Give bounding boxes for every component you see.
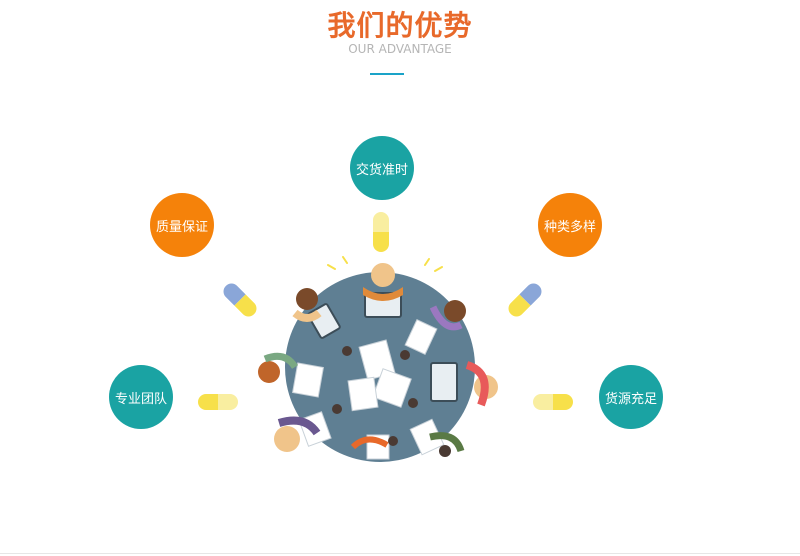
- advantage-sufficient-supply[interactable]: 货源充足: [599, 365, 663, 429]
- connector-pill-icon: [373, 212, 389, 252]
- advantage-label: 交货准时: [355, 162, 408, 178]
- advantage-label: 种类多样: [543, 219, 596, 235]
- team-meeting-illustration: [255, 255, 505, 470]
- meeting-table-icon: [258, 256, 498, 462]
- connector-pill-icon: [198, 394, 238, 410]
- title-underline: [370, 73, 404, 75]
- connector-pill-icon: [220, 280, 260, 320]
- advantage-variety[interactable]: 种类多样: [538, 193, 602, 257]
- page-subtitle: OUR ADVANTAGE: [348, 42, 452, 56]
- advantage-on-time-delivery[interactable]: 交货准时: [350, 136, 414, 200]
- advantage-label: 货源充足: [604, 391, 657, 407]
- advantage-professional-team[interactable]: 专业团队: [109, 365, 173, 429]
- connector-pill-icon: [505, 280, 545, 320]
- connector-pill-icon: [533, 394, 573, 410]
- section-divider: [0, 553, 800, 554]
- page-title: 我们的优势: [327, 9, 473, 42]
- advantage-label: 专业团队: [114, 391, 167, 407]
- advantage-quality-assurance[interactable]: 质量保证: [150, 193, 214, 257]
- advantage-label: 质量保证: [155, 219, 208, 235]
